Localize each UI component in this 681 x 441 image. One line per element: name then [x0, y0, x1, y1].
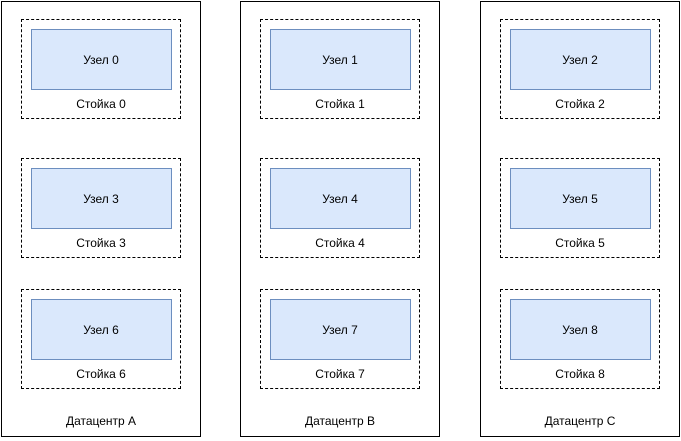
rack-1-label: Стойка 1 [315, 97, 365, 111]
node-3-label: Узел 3 [83, 191, 119, 206]
node-1-box: Узел 1 [269, 29, 411, 90]
rack-3-label: Стойка 3 [76, 236, 126, 250]
node-8-box: Узел 8 [509, 299, 651, 360]
rack-4-label: Стойка 4 [315, 236, 365, 250]
rack-0-label: Стойка 0 [76, 97, 126, 111]
rack-0: Узел 0 Стойка 0 [21, 19, 181, 119]
rack-2-label: Стойка 2 [555, 97, 605, 111]
rack-6-label: Стойка 6 [76, 367, 126, 381]
rack-5-label: Стойка 5 [555, 236, 605, 250]
node-0-box: Узел 0 [30, 29, 172, 90]
node-6-label: Узел 6 [83, 322, 119, 337]
node-1-label: Узел 1 [322, 52, 358, 67]
rack-8-label: Стойка 8 [555, 367, 605, 381]
rack-7: Узел 7 Стойка 7 [260, 289, 420, 389]
node-4-box: Узел 4 [269, 168, 411, 229]
node-7-box: Узел 7 [269, 299, 411, 360]
node-2-box: Узел 2 [509, 29, 651, 90]
datacenter-a-container: Узел 0 Стойка 0 Узел 3 Стойка 3 Узел 6 С… [1, 1, 201, 437]
rack-7-label: Стойка 7 [315, 367, 365, 381]
datacenter-a-label: Датацентр A [65, 414, 137, 428]
node-5-label: Узел 5 [562, 191, 598, 206]
rack-2: Узел 2 Стойка 2 [500, 19, 660, 119]
node-7-label: Узел 7 [322, 322, 358, 337]
rack-5: Узел 5 Стойка 5 [500, 158, 660, 258]
node-8-label: Узел 8 [562, 322, 598, 337]
datacenter-b-container: Узел 1 Стойка 1 Узел 4 Стойка 4 Узел 7 С… [240, 1, 440, 437]
node-5-box: Узел 5 [509, 168, 651, 229]
node-2-label: Узел 2 [562, 52, 598, 67]
datacenter-c-label: Датацентр C [544, 414, 616, 428]
rack-3: Узел 3 Стойка 3 [21, 158, 181, 258]
rack-8: Узел 8 Стойка 8 [500, 289, 660, 389]
rack-4: Узел 4 Стойка 4 [260, 158, 420, 258]
rack-6: Узел 6 Стойка 6 [21, 289, 181, 389]
node-3-box: Узел 3 [30, 168, 172, 229]
datacenter-c-container: Узел 2 Стойка 2 Узел 5 Стойка 5 Узел 8 С… [480, 1, 680, 437]
node-0-label: Узел 0 [83, 52, 119, 67]
datacenter-b-label: Датацентр B [304, 414, 376, 428]
rack-1: Узел 1 Стойка 1 [260, 19, 420, 119]
node-4-label: Узел 4 [322, 191, 358, 206]
node-6-box: Узел 6 [30, 299, 172, 360]
